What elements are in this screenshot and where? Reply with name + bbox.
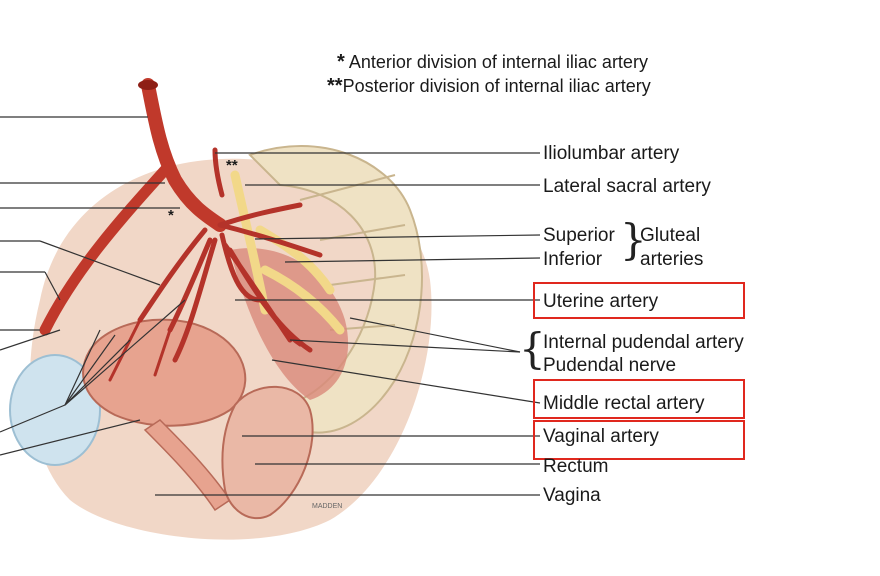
label-pudendal-nerve: Pudendal nerve (543, 355, 677, 376)
external-iliac-artery (39, 164, 171, 336)
posterior-division-mark: ** (226, 157, 238, 174)
pudendal-brace: { (519, 324, 546, 373)
highlight-middle-rectal-artery (533, 379, 745, 419)
legend-anterior: * Anterior division of internal iliac ar… (337, 52, 648, 72)
common-iliac-artery (141, 78, 227, 232)
bladder (9, 354, 101, 466)
gluteal-brace: } (620, 215, 647, 264)
label-iliolumbar-artery: Iliolumbar artery (543, 143, 680, 164)
label-rectum: Rectum (543, 456, 609, 477)
label-uterine-artery: Uterine artery (543, 291, 659, 312)
highlight-vaginal-artery (533, 420, 745, 460)
legend-posterior-text: Posterior division of internal iliac art… (342, 76, 651, 96)
artist-signature: MADDEN (312, 503, 343, 510)
legend-posterior-mark: ** (327, 75, 343, 97)
legend-posterior: **Posterior division of internal iliac a… (327, 76, 651, 96)
label-gluteal: Gluteal (640, 225, 701, 246)
vaginal-canal (143, 419, 232, 512)
left-leader-lines (0, 116, 186, 456)
label-middle-rectal-artery: Middle rectal artery (543, 393, 705, 414)
uterus (82, 318, 247, 427)
small-branches (108, 298, 302, 382)
label-inferior: Inferior (543, 249, 603, 270)
rectum-organ (221, 385, 314, 520)
anterior-division-mark: * (168, 207, 174, 224)
highlight-uterine-artery (533, 282, 745, 319)
label-vaginal-artery: Vaginal artery (543, 426, 659, 447)
label-internal-pudendal-artery: Internal pudendal artery (543, 332, 744, 353)
sacrum-bone (248, 145, 423, 434)
right-leader-lines (155, 152, 541, 496)
legend-anterior-mark: * (337, 51, 345, 73)
label-vagina: Vagina (543, 485, 601, 506)
label-lateral-sacral-artery: Lateral sacral artery (543, 176, 711, 197)
label-superior: Superior (543, 225, 615, 246)
legend-anterior-text: Anterior division of internal iliac arte… (348, 52, 648, 72)
label-arteries: arteries (640, 249, 704, 270)
